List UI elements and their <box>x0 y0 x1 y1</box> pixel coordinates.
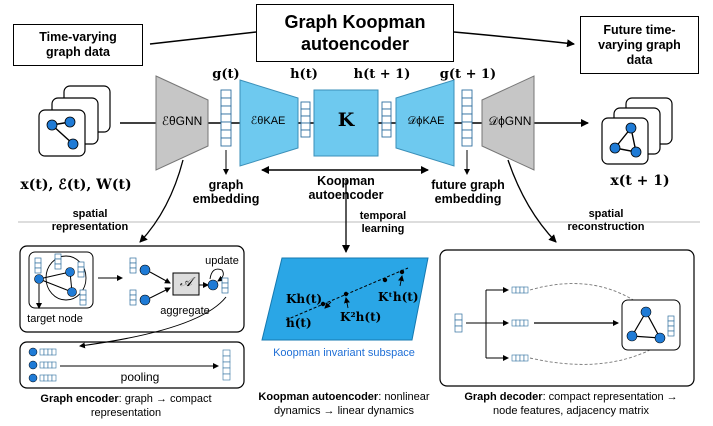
koopman-operator-block <box>313 89 379 157</box>
output-box-line-2: varying graph <box>598 37 681 52</box>
input-data-box: Time-varying graph data <box>13 24 143 66</box>
label-h-t: h(t) <box>290 67 318 82</box>
spatial-rep-line-1: spatial <box>72 208 108 220</box>
koopman-autoencoder-caption: Koopman autoencoder: nonlinear dynamics … <box>244 390 444 418</box>
encoder-input-graph-icon <box>28 251 94 309</box>
top-arrow-right <box>453 31 575 48</box>
vector-h-t-icon <box>300 101 311 138</box>
input-graph-stack-icon <box>38 85 111 157</box>
future-embedding-line-2: embedding <box>434 192 502 206</box>
spatial-reconstruction-label: spatial reconstruction <box>556 208 656 234</box>
title-line-1: Graph Koopman <box>284 12 426 32</box>
pooling-node-icons <box>28 347 57 383</box>
ht-label: h(t) <box>286 316 312 330</box>
decoder-gnn-block <box>481 75 535 171</box>
label-g-t1: g(t + 1) <box>439 67 497 82</box>
output-box-line-1: Future time- <box>603 22 676 37</box>
decoder-output-graph-icon <box>621 299 681 351</box>
aggregate-block <box>172 272 200 296</box>
top-arrow-left <box>149 31 257 45</box>
label-g-t: g(t) <box>212 67 240 82</box>
encoder-caption-bold: Graph encoder <box>40 393 119 405</box>
graph-embedding-line-1: graph <box>208 178 244 192</box>
decoder-caption-rest: : compact representation → <box>542 391 678 403</box>
vector-g-t1-icon <box>461 89 473 147</box>
spatial-representation-arrow <box>139 159 184 243</box>
vector-h-t1-icon <box>381 101 392 138</box>
decoder-caption-bold: Graph decoder <box>464 391 543 403</box>
koopman-autoencoder-label: Koopman autoencoder <box>290 174 402 202</box>
koopman-ae-line-2: autoencoder <box>308 188 384 202</box>
encoder-caption-line-2: representation <box>90 407 162 419</box>
graph-decoder-caption: Graph decoder: compact representation → … <box>446 390 696 418</box>
koopman-caption-line-2: dynamics → linear dynamics <box>274 405 414 417</box>
spatial-reconstruction-arrow <box>507 159 557 243</box>
input-variables: x(t), ℰ(t), W(t) <box>20 177 132 193</box>
decoder-kae-block <box>395 79 455 167</box>
title-line-2: autoencoder <box>300 34 410 54</box>
koopman-caption-rest: : nonlinear <box>378 391 430 403</box>
future-graph-embedding-label: future graph embedding <box>412 178 524 206</box>
encoder-caption-rest: : graph → compact <box>118 393 212 405</box>
pooling-label: pooling <box>120 370 160 384</box>
graph-koopman-autoencoder-title: Graph Koopman autoencoder <box>256 4 454 62</box>
spatial-recon-line-1: spatial <box>588 208 624 220</box>
decoder-caption-line-2: node features, adjacency matrix <box>493 405 649 417</box>
spatial-representation-label: spatial representation <box>40 208 140 234</box>
encoder-gnn-block <box>155 75 209 171</box>
kh-label: Kh(t) <box>286 292 323 306</box>
temporal-line-1: temporal <box>359 210 407 222</box>
input-box-line-1: Time-varying <box>39 30 117 44</box>
k2h-label: K²h(t) <box>340 310 382 324</box>
output-data-box: Future time- varying graph data <box>580 16 699 74</box>
output-graph-stack-icon <box>601 97 673 165</box>
graph-encoder-caption: Graph encoder: graph → compact represent… <box>2 392 250 420</box>
aggregate-label: aggregate <box>160 305 210 317</box>
input-box-line-2: graph data <box>46 45 110 59</box>
aggregate-symbol: 𝒜 <box>179 275 193 290</box>
graph-embedding-line-2: embedding <box>192 192 260 206</box>
output-variables: x(t + 1) <box>610 173 670 189</box>
update-label: update <box>205 255 239 267</box>
encoder-kae-label: ℰθKAE <box>250 115 286 127</box>
label-h-t1: h(t + 1) <box>353 67 411 82</box>
temporal-learning-label: temporal learning <box>348 210 418 236</box>
koopman-ae-line-1: Koopman <box>317 174 375 188</box>
encoder-gnn-label: ℰθGNN <box>161 114 203 128</box>
decoder-kae-label: 𝒟ϕKAE <box>407 115 445 127</box>
target-node-label: target node <box>27 313 83 325</box>
graph-decoder-panel <box>439 249 695 387</box>
output-box-line-3: data <box>626 52 653 67</box>
spatial-recon-line-2: reconstruction <box>567 221 645 233</box>
koopman-caption-bold: Koopman autoencoder <box>258 391 379 403</box>
spatial-rep-line-2: representation <box>51 221 129 233</box>
encoder-kae-block <box>239 79 299 167</box>
kth-label: Kᵗh(t) <box>378 290 419 304</box>
future-embedding-line-1: future graph <box>431 178 505 192</box>
vector-g-t-icon <box>220 89 232 147</box>
koopman-subspace-label: Koopman invariant subspace <box>273 347 415 359</box>
pooling-panel <box>19 341 245 389</box>
koopman-k-label: K <box>337 109 355 131</box>
temporal-line-2: learning <box>361 223 405 235</box>
graph-embedding-label: graph embedding <box>186 178 266 206</box>
decoder-gnn-label: 𝒟ϕGNN <box>488 114 532 128</box>
